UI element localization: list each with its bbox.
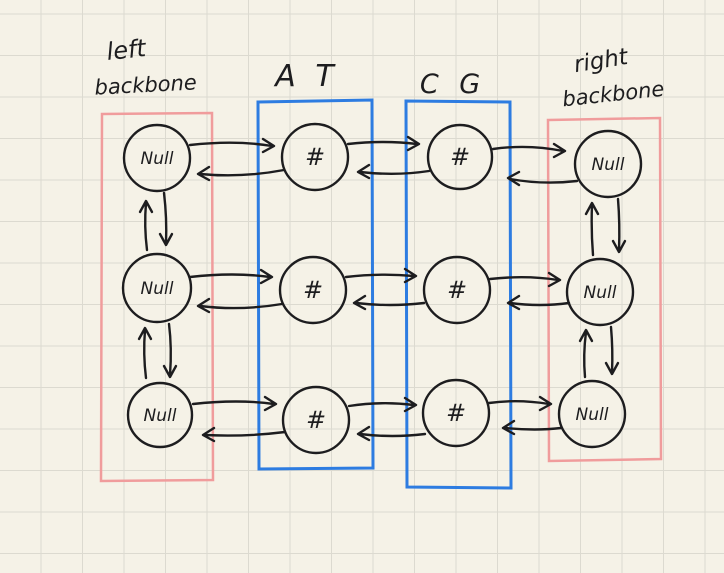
node-label: # xyxy=(305,143,325,171)
arrow-down xyxy=(158,191,174,247)
node-label: Null xyxy=(576,405,609,425)
arrow-up xyxy=(584,201,600,257)
arrow-left xyxy=(356,425,427,442)
left-backbone-box xyxy=(99,111,215,483)
ink-strokes xyxy=(121,122,643,455)
arrow-left xyxy=(506,294,571,311)
handwritten-text: left backbone A T C G right backbone Nul… xyxy=(94,34,665,434)
arrow-right xyxy=(188,137,276,154)
node-circle-r1-cg xyxy=(426,123,494,191)
arrow-right xyxy=(346,135,421,152)
node-circle-r1-at xyxy=(280,122,350,192)
right-backbone-box xyxy=(546,116,663,463)
at-box xyxy=(256,98,375,471)
arrow-left xyxy=(356,163,431,180)
arrow-left xyxy=(501,419,563,436)
node-circle-r1-right-null xyxy=(573,129,643,199)
left-backbone-label-line1: left xyxy=(105,34,149,66)
node-circle-r3-cg xyxy=(421,378,491,448)
node-label: # xyxy=(447,276,467,304)
node-circle-r2-at xyxy=(278,255,348,325)
node-label: Null xyxy=(584,283,617,303)
arrow-up xyxy=(138,199,154,252)
node-label: Null xyxy=(141,279,174,299)
arrow-right xyxy=(188,268,274,285)
arrow-up xyxy=(137,326,153,380)
arrow-left xyxy=(196,297,284,314)
node-circle-r2-left-null xyxy=(121,252,193,324)
arrow-right xyxy=(347,396,418,413)
node-label: Null xyxy=(144,406,177,426)
arrow-right xyxy=(344,267,418,284)
arrow-down xyxy=(611,197,627,254)
arrow-down xyxy=(604,325,620,376)
node-circle-r2-right-null xyxy=(565,257,635,327)
base-pair-boxes xyxy=(256,98,513,490)
arrow-left xyxy=(506,170,579,187)
node-circle-r3-right-null xyxy=(557,379,627,449)
cg-label: C G xyxy=(420,69,486,100)
arrow-left xyxy=(196,165,286,182)
arrow-left xyxy=(201,426,287,443)
node-label: # xyxy=(306,406,326,434)
node-label: # xyxy=(446,399,466,427)
arrow-left xyxy=(352,294,426,311)
node-label: # xyxy=(303,276,323,304)
arrow-right xyxy=(191,395,278,412)
left-backbone-label-line2: backbone xyxy=(94,70,197,99)
node-label: Null xyxy=(141,149,174,169)
arrow-right xyxy=(487,395,553,412)
node-circle-r1-left-null xyxy=(122,123,192,193)
cg-box xyxy=(404,99,513,490)
arrow-down xyxy=(162,322,178,379)
node-circle-r3-left-null xyxy=(126,381,194,449)
node-circle-r2-cg xyxy=(422,255,492,325)
arrow-right xyxy=(491,142,567,159)
backbone-boxes xyxy=(99,111,663,483)
node-label: Null xyxy=(592,155,625,175)
node-circle-r3-at xyxy=(281,385,351,455)
arrow-up xyxy=(578,328,594,379)
arrow-right xyxy=(488,271,562,288)
at-label: A T xyxy=(273,59,338,94)
node-label: # xyxy=(450,143,470,171)
